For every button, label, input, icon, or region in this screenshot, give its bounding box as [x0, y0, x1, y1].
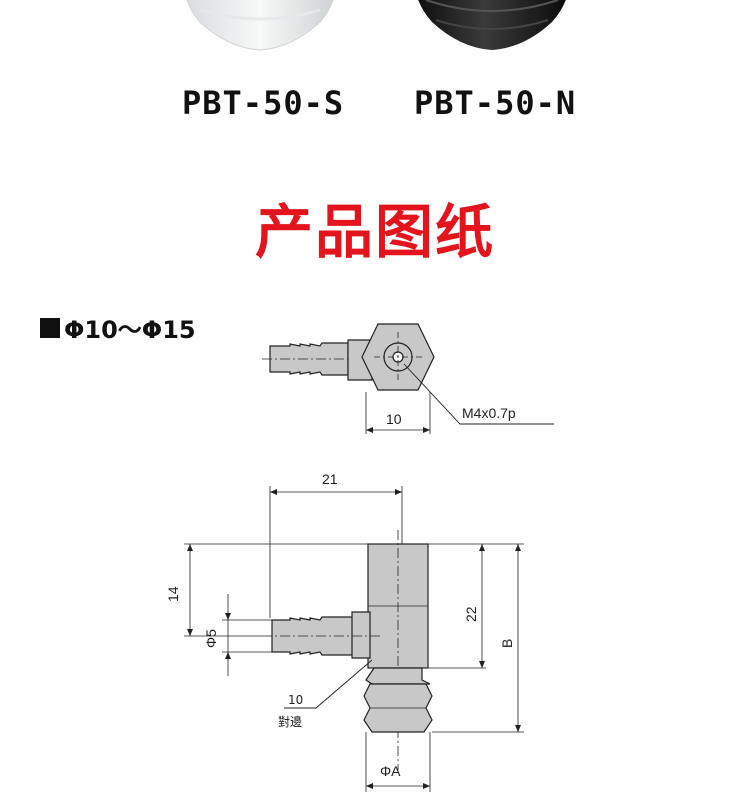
side-view [184, 486, 524, 792]
square-bullet-icon [40, 317, 60, 338]
dim-width-total: 21 [322, 471, 338, 487]
dim-overall-height: B [499, 639, 515, 648]
white-suction-cup-photo [186, 0, 334, 51]
dim-body-height: 22 [463, 606, 479, 622]
size-range-heading: Φ10～Φ15 [40, 310, 196, 345]
dim-barb-diameter: Φ5 [203, 629, 219, 648]
top-view [262, 323, 554, 434]
dim-height-upper: 14 [165, 586, 181, 602]
model-label-s: PBT-50-S [182, 84, 345, 122]
size-range-label: Φ10～Φ15 [64, 316, 196, 344]
dim-cup-diameter: ΦA [380, 763, 401, 779]
model-label-n: PBT-50-N [414, 84, 577, 122]
dim-thread-label: M4x0.7p [462, 405, 516, 421]
black-suction-cup-photo [418, 0, 566, 50]
dim-hex-width: 10 [386, 411, 402, 427]
dim-across-flats-label: 對邊 [278, 715, 302, 729]
dim-across-flats-value: 10 [288, 693, 303, 707]
section-title: 产品图纸 [254, 198, 495, 266]
